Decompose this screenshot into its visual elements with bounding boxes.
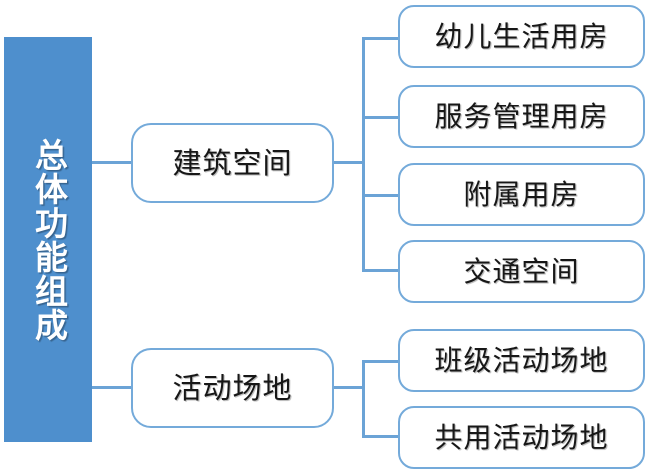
leaf-node-circulation-space[interactable]: 交通空间	[398, 240, 645, 303]
connector-branch-1-trunk	[362, 37, 365, 272]
branch-node-building-space-label: 建筑空间	[172, 145, 293, 180]
leaf-node-service-management-rooms[interactable]: 服务管理用房	[398, 85, 645, 148]
leaf-node-children-living-rooms[interactable]: 幼儿生活用房	[398, 5, 645, 68]
leaf-node-service-management-rooms-label: 服务管理用房	[434, 99, 609, 133]
leaf-node-class-activity-area-label: 班级活动场地	[434, 343, 609, 377]
root-node-label: 总体功能组成	[29, 137, 69, 342]
branch-node-building-space[interactable]: 建筑空间	[131, 123, 334, 203]
leaf-node-shared-activity-area-label: 共用活动场地	[434, 420, 609, 454]
connector-branch-2-arm-1	[362, 360, 400, 363]
leaf-node-shared-activity-area[interactable]: 共用活动场地	[398, 406, 645, 469]
branch-node-activity-area[interactable]: 活动场地	[131, 348, 334, 428]
connector-branch-2-stub	[334, 386, 365, 389]
connector-branch-1-arm-4	[362, 269, 400, 272]
connector-branch-2-arm-2	[362, 435, 400, 438]
leaf-node-class-activity-area[interactable]: 班级活动场地	[398, 329, 645, 392]
leaf-node-ancillary-rooms-label: 附属用房	[463, 177, 580, 211]
branch-node-activity-area-label: 活动场地	[172, 370, 293, 405]
connector-branch-1-arm-3	[362, 194, 400, 197]
root-node-overall-function[interactable]: 总体功能组成	[4, 37, 92, 442]
connector-root-to-branch-2	[92, 386, 133, 389]
leaf-node-ancillary-rooms[interactable]: 附属用房	[398, 163, 645, 226]
connector-branch-1-arm-2	[362, 116, 400, 119]
connector-branch-1-arm-1	[362, 37, 400, 40]
leaf-node-circulation-space-label: 交通空间	[463, 254, 580, 288]
leaf-node-children-living-rooms-label: 幼儿生活用房	[434, 19, 609, 53]
connector-branch-1-stub	[334, 161, 365, 164]
connector-branch-2-trunk	[362, 360, 365, 438]
connector-root-to-branch-1	[92, 161, 133, 164]
